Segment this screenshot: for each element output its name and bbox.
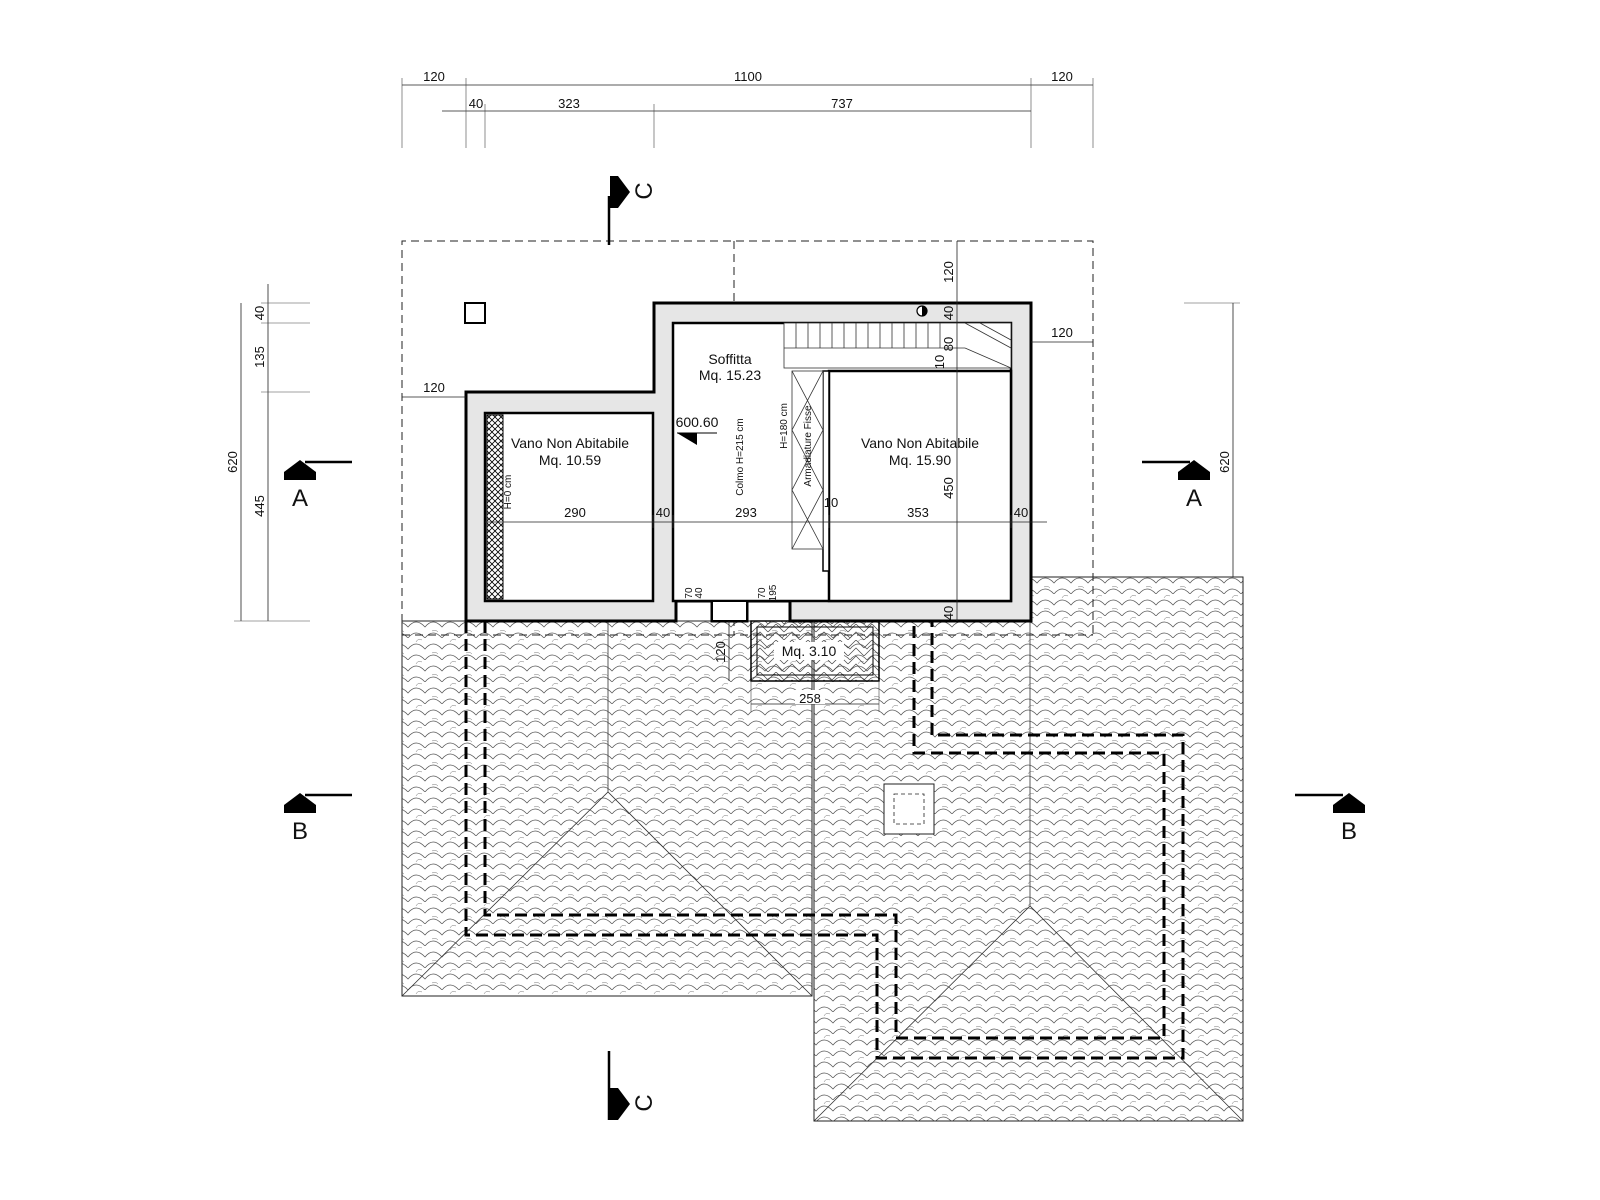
dim-left-445: 445 — [252, 495, 267, 517]
dim-left-overhang: 120 — [423, 380, 445, 395]
door-right-bottom: 195 — [768, 584, 779, 601]
dim-top-737: 737 — [831, 96, 853, 111]
balcony-depth-dim: 120 — [713, 641, 728, 663]
dim-stair-small: 10 — [932, 355, 947, 369]
room2-area: Mq. 15.23 — [699, 367, 761, 383]
room3-area: Mq. 15.90 — [889, 452, 951, 468]
dim-room1-width: 290 — [564, 505, 586, 520]
dim-wall-bottom: 40 — [941, 606, 956, 620]
dim-left-40: 40 — [252, 306, 267, 320]
dim-top-overhang: 120 — [941, 261, 956, 283]
balcony: Mq. 3.10 258 120 — [713, 620, 880, 712]
dim-top-323: 323 — [558, 96, 580, 111]
dim-room3-depth: 450 — [941, 477, 956, 499]
right-dimensions: 620 — [1184, 302, 1240, 577]
roof-plan — [401, 576, 1244, 1122]
dim-wall-a: 40 — [656, 505, 670, 520]
section-c-bottom-label: C — [631, 1094, 658, 1111]
balcony-area: Mq. 3.10 — [782, 643, 837, 659]
level-mark: 600.60 — [676, 414, 719, 430]
section-b-left: B — [284, 793, 352, 845]
zero-height-label: H=0 cm — [503, 475, 514, 510]
door-left-bottom: 40 — [694, 587, 705, 599]
overhang-dimensions: 120 120 — [402, 325, 1093, 398]
dim-top-wall: 40 — [469, 96, 483, 111]
dim-right-overhang: 120 — [1051, 325, 1073, 340]
wardrobe-height-label: H=180 cm — [779, 403, 790, 449]
dim-partition: 10 — [824, 495, 838, 510]
section-c-bottom: C — [607, 1051, 658, 1120]
door-left-top: 70 — [684, 587, 695, 599]
zero-height-zone — [486, 414, 504, 600]
left-dimensions: 40 135 445 620 — [225, 284, 310, 622]
section-a-left: A — [284, 460, 352, 512]
dim-left-620: 620 — [225, 451, 240, 473]
ridge-height-label: Colmo H=215 cm — [735, 418, 746, 496]
fixed-wardrobe — [791, 370, 824, 550]
dim-left-135: 135 — [252, 346, 267, 368]
wardrobe-label: Armadiature Fisse — [803, 405, 814, 487]
dim-room3-width: 353 — [907, 505, 929, 520]
section-b-right-label: B — [1341, 818, 1357, 845]
dim-wall-b: 40 — [1014, 505, 1028, 520]
section-a-right-label: A — [1186, 485, 1202, 512]
section-a-left-label: A — [292, 485, 308, 512]
door-right-top: 70 — [757, 587, 768, 599]
section-c-top: C — [607, 176, 658, 245]
room-labels: Vano Non Abitabile Mq. 10.59 Soffitta Mq… — [511, 351, 979, 468]
staircase — [783, 322, 1012, 369]
vent-box — [464, 302, 486, 324]
top-dimensions: 120 1100 120 40 323 737 — [401, 69, 1094, 148]
interior-dimension-chain: 290 40 293 10 353 40 450 40 120 40 80 10 — [485, 241, 1047, 621]
dim-top-total: 1100 — [734, 69, 762, 84]
room2-name: Soffitta — [708, 351, 752, 367]
dim-stair-mid: 80 — [941, 337, 956, 351]
dim-top-right: 120 — [1051, 69, 1073, 84]
section-b-right: B — [1295, 793, 1365, 845]
building-walls — [464, 301, 1033, 623]
section-c-top-label: C — [631, 182, 658, 199]
balcony-width-dim: 258 — [799, 691, 821, 706]
room1-name: Vano Non Abitabile — [511, 435, 629, 451]
section-marks: A A B B C C — [284, 176, 1365, 1120]
room3-name: Vano Non Abitabile — [861, 435, 979, 451]
dim-right-620: 620 — [1217, 451, 1232, 473]
dim-stair-top: 40 — [941, 306, 956, 320]
dim-top-left: 120 — [423, 69, 445, 84]
dim-room2-width: 293 — [735, 505, 757, 520]
interior-annotations: 600.60 Colmo H=215 cm H=0 cm H=180 cm Ar… — [503, 403, 814, 601]
section-a-right: A — [1142, 460, 1210, 512]
room1-area: Mq. 10.59 — [539, 452, 601, 468]
section-b-left-label: B — [292, 818, 308, 845]
